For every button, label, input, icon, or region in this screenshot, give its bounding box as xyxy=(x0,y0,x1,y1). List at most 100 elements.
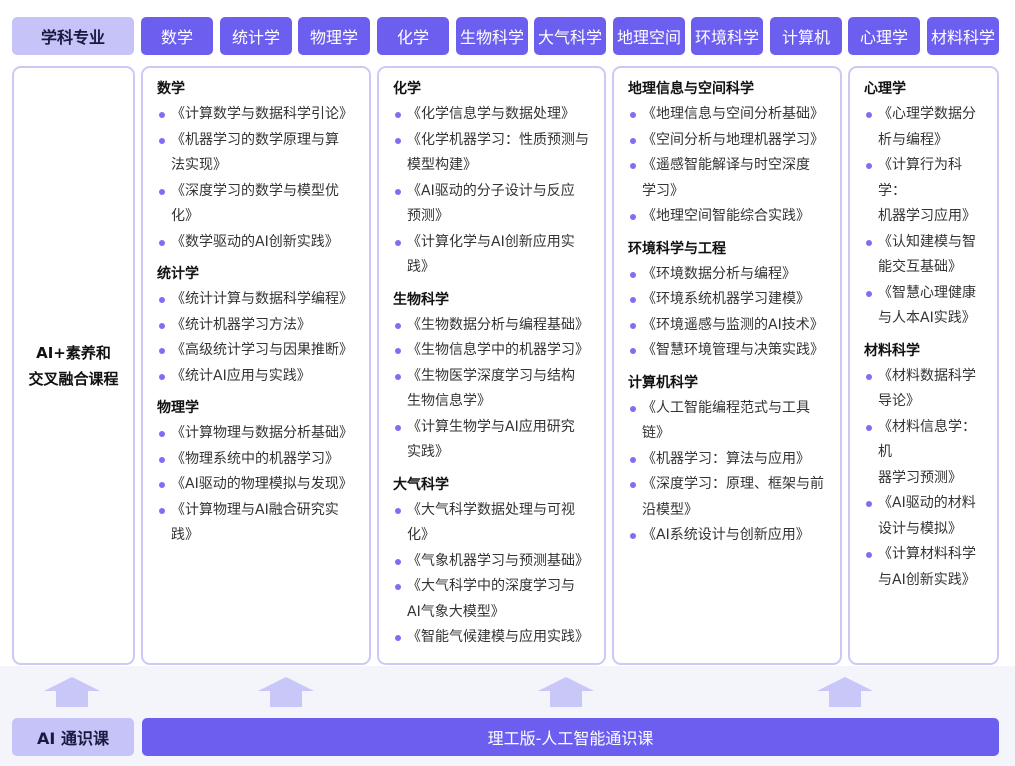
course-line: 导论》 xyxy=(878,393,920,409)
tab-statistics[interactable]: 统计学 xyxy=(220,17,292,55)
bullet-icon xyxy=(630,271,636,278)
bullet-icon xyxy=(630,112,636,118)
course-item: 《深度学习：原理、框架与前沿模型》 xyxy=(628,472,832,523)
course-line: 《统计机器学习方法》 xyxy=(171,316,311,333)
course-line: 《智慧环境管理与决策实践》 xyxy=(642,342,824,358)
subject-title: 数学 xyxy=(157,81,185,97)
bullet-icon xyxy=(159,239,165,246)
course-line: 器学习预测》 xyxy=(878,469,962,486)
course-item: 《AI系统设计与创新应用》 xyxy=(628,523,832,549)
course-line: 践》 xyxy=(407,259,435,275)
course-line: 《深度学习的数学与模型优 xyxy=(171,182,339,199)
tab-physics[interactable]: 物理学 xyxy=(298,17,370,55)
tab-chemistry[interactable]: 化学 xyxy=(377,17,449,55)
general-course-label: AI 通识课 xyxy=(12,718,134,756)
course-item: 《空间分析与地理机器学习》 xyxy=(628,128,832,154)
tab-biology[interactable]: 生物科学 xyxy=(456,17,528,55)
course-line: 《人工智能编程范式与工具 xyxy=(642,399,810,416)
course-line: 链》 xyxy=(642,425,670,441)
bullet-icon xyxy=(159,482,165,488)
course-line: 《环境系统机器学习建模》 xyxy=(642,291,810,307)
course-line: 《生物医学深度学习与结构 xyxy=(407,367,575,384)
tab-psychology[interactable]: 心理学 xyxy=(848,17,920,55)
bullet-icon xyxy=(395,558,401,565)
bullet-icon xyxy=(866,163,872,169)
course-line: 《心理学数据分 xyxy=(878,106,976,122)
course-line: 模型构建》 xyxy=(407,157,477,173)
bullet-icon xyxy=(395,188,401,195)
course-line: 《生物数据分析与编程基础》 xyxy=(407,316,589,333)
subject-title: 地理信息与空间科学 xyxy=(628,81,754,97)
course-line: 《环境遥感与监测的AI技术》 xyxy=(642,316,824,333)
bullet-icon xyxy=(159,507,165,514)
bullet-icon xyxy=(395,584,401,590)
course-line: 《物理系统中的机器学习》 xyxy=(171,450,339,467)
tab-atmospheric[interactable]: 大气科学 xyxy=(534,17,606,55)
course-item: 《数学驱动的AI创新实践》 xyxy=(157,230,361,256)
course-line: 化》 xyxy=(407,527,435,543)
course-line: 《计算生物学与AI应用研究 xyxy=(407,418,575,435)
course-item: 《遥感智能解译与时空深度学习》 xyxy=(628,153,832,204)
bullet-icon xyxy=(630,297,636,303)
course-item: 《AI驱动的物理模拟与发现》 xyxy=(157,472,361,498)
course-item: 《化学机器学习：性质预测与模型构建》 xyxy=(393,128,596,179)
bullet-icon xyxy=(395,635,401,641)
subject-title: 材料科学 xyxy=(864,342,920,359)
tab-math[interactable]: 数学 xyxy=(141,17,213,55)
subject-title: 心理学 xyxy=(864,81,906,97)
course-item: 《材料数据科学导论》 xyxy=(864,364,989,415)
course-item: 《计算行为科学：机器学习应用》 xyxy=(864,153,989,230)
bullet-icon xyxy=(630,137,636,144)
course-item: 《计算化学与AI创新应用实践》 xyxy=(393,230,596,281)
course-item: 《计算生物学与AI应用研究实践》 xyxy=(393,415,596,466)
subject-section: 生物科学《生物数据分析与编程基础》《生物信息学中的机器学习》《生物医学深度学习与… xyxy=(393,288,596,466)
bullet-icon xyxy=(395,112,401,118)
course-item: 《智慧心理健康与人本AI实践》 xyxy=(864,281,989,332)
bullet-icon xyxy=(630,456,636,463)
course-line: 《计算化学与AI创新应用实 xyxy=(407,233,575,250)
bullet-icon xyxy=(866,373,872,380)
bullet-icon xyxy=(395,348,401,354)
course-column-psych-materials: 心理学《心理学数据分析与编程》《计算行为科学：机器学习应用》《认知建模与智能交互… xyxy=(848,66,999,665)
subject-title: 计算机科学 xyxy=(628,374,698,391)
course-line: 《气象机器学习与预测基础》 xyxy=(407,552,589,569)
course-line: 《统计计算与数据科学编程》 xyxy=(171,291,353,307)
core-course-line: 交叉融合课程 xyxy=(28,369,119,388)
tab-materials[interactable]: 材料科学 xyxy=(927,17,999,55)
tab-environmental[interactable]: 环境科学 xyxy=(691,17,763,55)
course-item: 《地理信息与空间分析基础》 xyxy=(628,102,832,128)
course-item: 《心理学数据分析与编程》 xyxy=(864,102,989,153)
course-line: 法实现》 xyxy=(171,157,227,173)
course-item: 《认知建模与智能交互基础》 xyxy=(864,230,989,281)
bullet-icon xyxy=(630,214,636,220)
subject-section: 物理学《计算物理与数据分析基础》《物理系统中的机器学习》《AI驱动的物理模拟与发… xyxy=(157,396,361,549)
subject-title: 大气科学 xyxy=(393,476,449,493)
tab-geospatial[interactable]: 地理空间 xyxy=(613,17,685,55)
bullet-icon xyxy=(866,239,872,246)
bullet-icon xyxy=(159,112,165,118)
course-item: 《AI驱动的材料设计与模拟》 xyxy=(864,491,989,542)
course-line: AI气象大模型》 xyxy=(407,603,505,620)
general-ai-course-bar[interactable]: 理工版-人工智能通识课 xyxy=(142,718,999,756)
subject-section: 地理信息与空间科学《地理信息与空间分析基础》《空间分析与地理机器学习》《遥感智能… xyxy=(628,77,832,230)
core-course-panel: AI+素养和 交叉融合课程 xyxy=(12,66,135,665)
bullet-icon xyxy=(159,373,165,380)
bullet-icon xyxy=(866,501,872,507)
course-column-geo-env-cs: 地理信息与空间科学《地理信息与空间分析基础》《空间分析与地理机器学习》《遥感智能… xyxy=(612,66,842,665)
bullet-icon xyxy=(395,507,401,514)
subject-section: 材料科学《材料数据科学导论》《材料信息学：机器学习预测》《AI驱动的材料设计与模… xyxy=(864,339,989,594)
course-line: 《智能气候建模与应用实践》 xyxy=(407,629,589,645)
bullet-icon xyxy=(866,552,872,558)
course-item: 《化学信息学与数据处理》 xyxy=(393,102,596,128)
course-line: 《数学驱动的AI创新实践》 xyxy=(171,233,339,250)
course-line: 《环境数据分析与编程》 xyxy=(642,265,796,282)
bullet-icon xyxy=(866,424,872,431)
course-line: 《空间分析与地理机器学习》 xyxy=(642,131,824,148)
core-course-title: AI+素养和 交叉融合课程 xyxy=(28,340,118,392)
course-line: 践》 xyxy=(171,527,199,543)
course-item: 《环境数据分析与编程》 xyxy=(628,262,832,288)
course-line: 《机器学习的数学原理与算 xyxy=(171,131,339,148)
bullet-icon xyxy=(395,424,401,431)
tab-computer[interactable]: 计算机 xyxy=(770,17,842,55)
